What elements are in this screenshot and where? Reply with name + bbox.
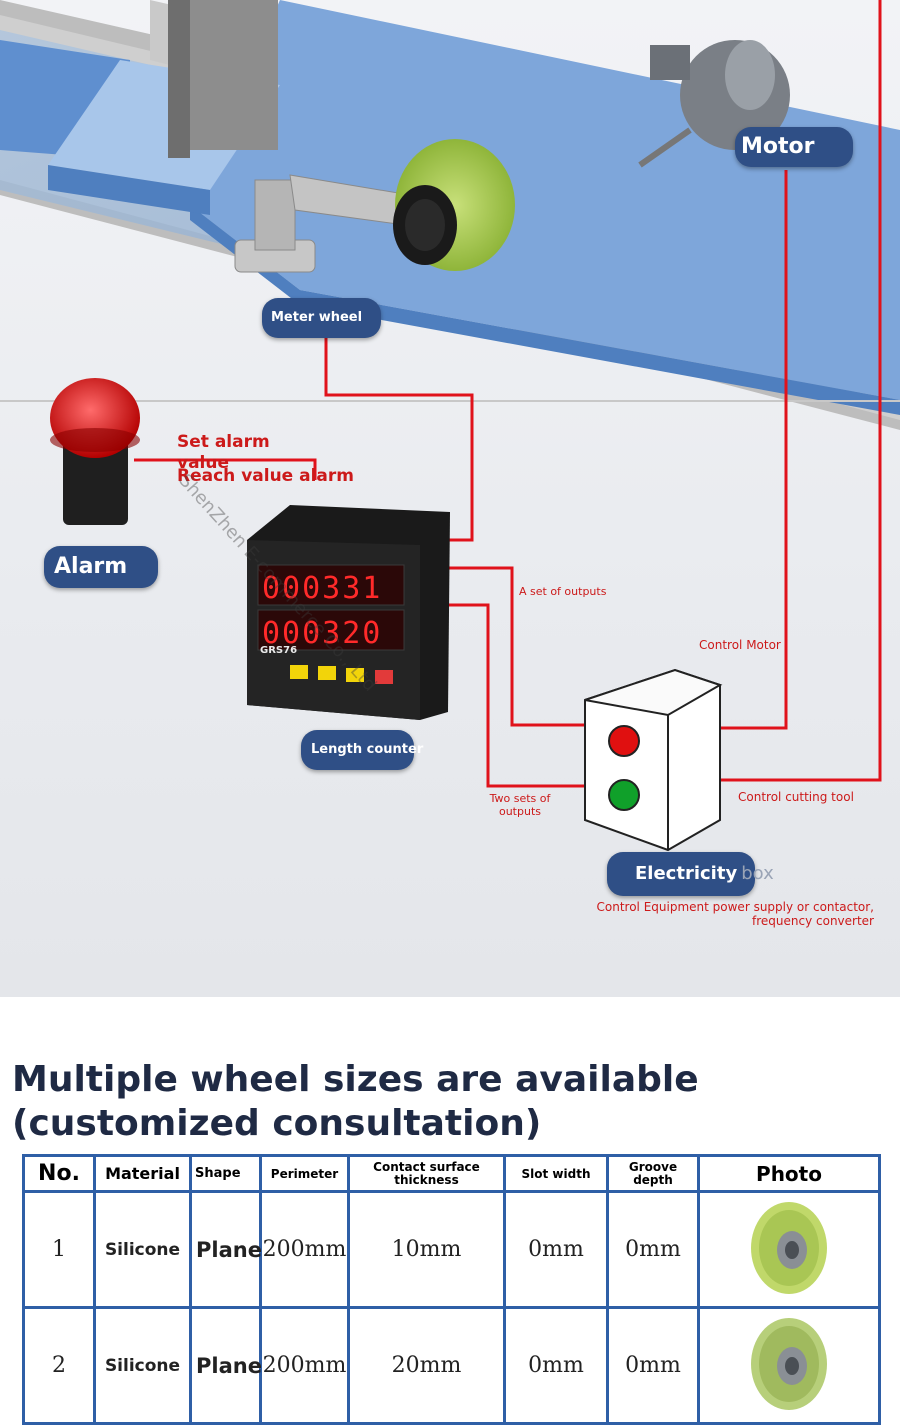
two-sets-of-outputs-text: Two sets of outputs — [489, 792, 551, 818]
control-cutting-tool-text: Control cutting tool — [738, 790, 854, 804]
meter-wheel-label: Meter wheel — [262, 298, 381, 338]
table-header-row: No. Material Shape Perimeter Contact sur… — [22, 1154, 881, 1193]
header-perimeter: Perimeter — [259, 1154, 350, 1193]
alarm-label: Alarm — [44, 546, 158, 588]
header-no: No. — [22, 1154, 96, 1193]
a-set-of-outputs-text: A set of outputs — [519, 585, 607, 598]
wiring — [134, 0, 882, 788]
meter-wheel-assembly — [234, 139, 515, 273]
header-shape: Shape — [189, 1154, 262, 1193]
header-material: Material — [93, 1154, 192, 1193]
row-thickness: 20mm — [347, 1306, 506, 1425]
alarm-lamp — [50, 378, 140, 525]
header-slot-width: Slot width — [503, 1154, 609, 1193]
row-perimeter: 200mm — [259, 1306, 350, 1425]
row-shape: Plane — [189, 1306, 262, 1425]
length-counter-device: 000331 000320 — [247, 505, 450, 720]
motor-label: Motor — [735, 127, 853, 167]
electricity-box — [584, 668, 723, 852]
row-material: Silicone — [93, 1306, 192, 1425]
svg-text:000320: 000320 — [262, 616, 382, 651]
header-contact-thickness: Contact surface thickness — [347, 1154, 506, 1193]
header-groove-depth: Groove depth — [606, 1154, 700, 1193]
set-alarm-value-text: Set alarm value — [177, 432, 270, 473]
counter-model-text: GRS76 — [260, 645, 298, 656]
row-photo — [697, 1190, 881, 1309]
length-counter-label: Length counter — [301, 730, 423, 770]
section-heading: Multiple wheel sizes are available (cust… — [12, 1059, 699, 1144]
row-groove-depth: 0mm — [606, 1190, 700, 1309]
wheel-spec-table: No. Material Shape Perimeter Contact sur… — [22, 1154, 881, 1425]
table-row: 2 Silicone Plane 200mm 20mm 0mm 0mm — [22, 1306, 881, 1425]
wheel-photo-image — [751, 1201, 827, 1294]
reach-value-alarm-text: Reach value alarm — [177, 466, 354, 486]
row-material: Silicone — [93, 1190, 192, 1309]
row-perimeter: 200mm — [259, 1190, 350, 1309]
header-photo: Photo — [697, 1154, 881, 1193]
table-row: 1 Silicone Plane 200mm 10mm 0mm 0mm — [22, 1190, 881, 1309]
row-no: 1 — [22, 1190, 96, 1309]
row-no: 2 — [22, 1306, 96, 1425]
motor-illustration — [638, 40, 790, 168]
control-motor-text: Control Motor — [699, 638, 781, 652]
wheel-photo-image — [751, 1317, 827, 1410]
electricity-box-label-suffix: box — [741, 863, 774, 884]
row-thickness: 10mm — [347, 1190, 506, 1309]
row-slot-width: 0mm — [503, 1306, 609, 1425]
electricity-box-label-main: Electricity — [635, 863, 738, 884]
svg-text:000331: 000331 — [262, 571, 382, 606]
row-slot-width: 0mm — [503, 1190, 609, 1309]
row-shape: Plane — [189, 1190, 262, 1309]
row-groove-depth: 0mm — [606, 1306, 700, 1425]
control-equipment-text: Control Equipment power supply or contac… — [596, 900, 874, 928]
row-photo — [697, 1306, 881, 1425]
application-diagram: 000331 000320 Motor Meter wheel Alarm Le… — [0, 0, 900, 997]
